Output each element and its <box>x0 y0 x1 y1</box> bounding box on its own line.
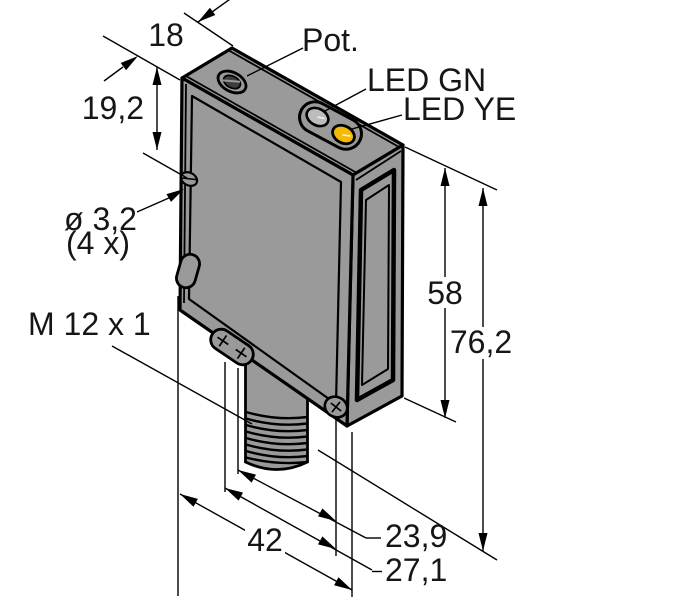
pot-screw-slot <box>222 79 241 83</box>
connector-thread-label: M 12 x 1 <box>28 306 151 342</box>
mount-hole-arrow <box>166 189 184 202</box>
ext-line-bottom-right-corner <box>403 397 457 423</box>
dim-23-9-label: 23,9 <box>385 518 447 554</box>
pot-label: Pot. <box>302 22 359 58</box>
dim-58-arrow-up <box>440 168 450 186</box>
dim-19-2-arrow-down <box>152 132 162 150</box>
corner-screw <box>323 395 349 419</box>
ext-line-top-back-corner <box>183 12 234 47</box>
adjustment-screw-oval <box>209 327 255 367</box>
led-green-label: LED GN <box>367 62 486 98</box>
callout-pot: Pot. <box>246 22 359 77</box>
dim-76-2-label: 76,2 <box>450 324 512 360</box>
dim-58-label: 58 <box>427 275 463 311</box>
dim-76-2-arrow-up <box>478 188 488 206</box>
mount-hole-count-label: (4 x) <box>66 225 130 261</box>
callout-led-green: LED GN <box>322 62 486 113</box>
dim-18: 18 <box>103 0 231 82</box>
dim-19-2-label: 19,2 <box>82 90 144 126</box>
adjustment-screw-crosses <box>217 334 247 360</box>
dim-23-9-arrow-right <box>318 508 336 521</box>
top-face-back-bevel <box>227 49 400 148</box>
led-green-glint <box>317 116 325 120</box>
dim-27-1-label: 27,1 <box>385 552 447 588</box>
dim-18-arrow-lower <box>120 56 138 71</box>
callout-mount-hole: ø 3,2 (4 x) <box>64 189 184 261</box>
mounting-hole-slot <box>181 177 197 181</box>
led-yellow-glint <box>342 134 351 137</box>
dim-42-arrow-right <box>334 577 352 590</box>
led-yellow-indicator <box>331 123 356 146</box>
dim-58-arrow-down <box>440 400 450 418</box>
callout-led-yellow: LED YE <box>351 91 516 130</box>
dim-19-2-arrow-up <box>152 67 162 85</box>
dim-76-2-arrow-down <box>478 533 488 551</box>
dim-42-label: 42 <box>247 522 283 558</box>
corner-screw-cross <box>330 401 342 413</box>
led-yellow-label: LED YE <box>403 91 516 127</box>
dim-27-1: 27,1 <box>224 487 447 588</box>
mount-hole-dia-label: ø 3,2 <box>64 201 137 237</box>
sensing-face-top-bevel <box>355 150 402 181</box>
dim-19-2-ref-line <box>142 152 188 179</box>
dim-23-9-arrow-left <box>238 470 256 483</box>
dim-23-9: 23,9 <box>237 469 447 554</box>
pot-hole <box>216 69 248 95</box>
ext-line-connector-bottom <box>317 449 498 561</box>
dim-76-2: 76,2 <box>448 188 514 551</box>
dim-42-arrow-left <box>180 494 198 507</box>
lens-window-inner-outline <box>361 184 390 386</box>
dim-58: 58 <box>424 168 466 418</box>
connector-thread-lines <box>245 410 308 465</box>
dim-27-1-arrow-right <box>318 536 336 549</box>
top-face-front-bevel <box>185 75 358 174</box>
ext-line-top-left-corner <box>102 35 181 81</box>
dim-18-arrow-upper <box>198 7 216 22</box>
dim-42: 42 <box>179 493 353 591</box>
lens-window-outer-outline <box>354 167 397 403</box>
side-slot-hole <box>175 252 201 290</box>
dim-18-label: 18 <box>148 17 184 53</box>
sensor-body <box>178 46 405 428</box>
led-yellow-leader-line <box>351 114 403 130</box>
dimension-annotations: 18 19,2 ø 3,2 (4 x) Pot. LED GN <box>28 0 516 597</box>
dim-27-1-arrow-left <box>225 488 243 501</box>
ext-line-top-right-corner <box>404 146 498 191</box>
led-green-leader-line <box>322 88 367 113</box>
pot-leader-line <box>246 47 304 77</box>
dim-19-2: 19,2 <box>82 67 188 179</box>
led-green-indicator <box>305 106 330 128</box>
connector-thread-leader <box>111 345 253 425</box>
callout-connector-thread: M 12 x 1 <box>28 306 253 425</box>
